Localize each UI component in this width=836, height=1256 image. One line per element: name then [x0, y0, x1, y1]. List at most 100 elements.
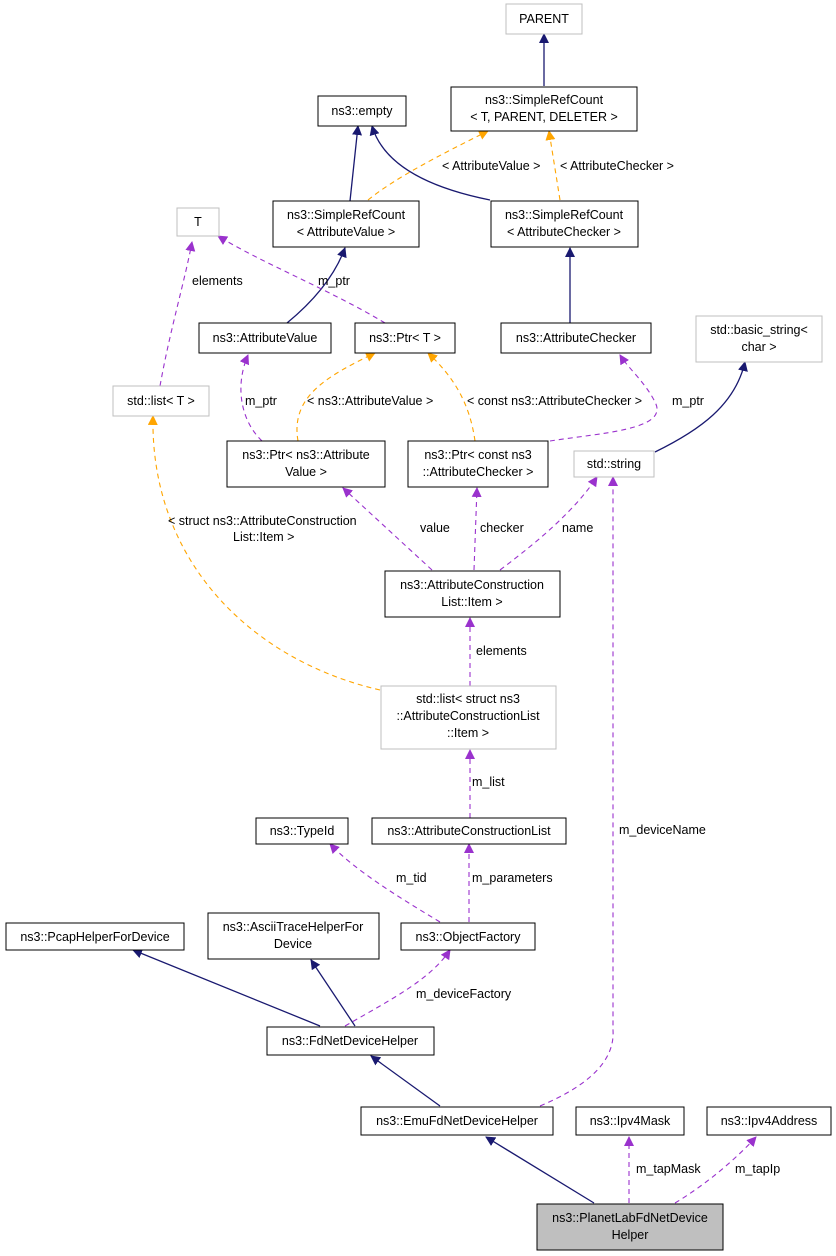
node-label: ns3::AttributeConstruction [400, 578, 544, 592]
edge-labels: < AttributeValue > < AttributeChecker > … [168, 159, 780, 1176]
node-label: ns3::Ipv4Address [721, 1114, 818, 1128]
edge-label-m-parameters: m_parameters [472, 871, 553, 885]
node-label: ns3::Ptr< const ns3 [424, 448, 531, 462]
node-label: ns3::EmuFdNetDeviceHelper [376, 1114, 538, 1128]
node-label: ns3::AttributeChecker [516, 331, 636, 345]
edge-item-to-ptrvalue [342, 487, 433, 571]
edge-label-m-device-name: m_deviceName [619, 823, 706, 837]
edge-label-attr-checker-template: < AttributeChecker > [560, 159, 674, 173]
node-type-id[interactable]: ns3::TypeId [255, 817, 349, 845]
edge-label-m-tap-mask: m_tapMask [636, 1162, 701, 1176]
edge-label-ns3-attr-value-template: < ns3::AttributeValue > [307, 394, 433, 408]
node-label: std::string [587, 457, 641, 471]
edge-string-to-basicstring [654, 361, 748, 453]
edge-attrvalue-to-srcvalue [286, 247, 347, 324]
node-planetlab-fd-net-device-helper[interactable]: ns3::PlanetLabFdNetDevice Helper [536, 1203, 724, 1251]
edge-ptrvalue-to-ptrt [296, 352, 376, 442]
node-label: std::list< struct ns3 [416, 692, 520, 706]
edge-ptrchecker-to-ptrt [427, 352, 476, 442]
edge-label-value: value [420, 521, 450, 535]
node-ptr-attribute-checker[interactable]: ns3::Ptr< const ns3 ::AttributeChecker > [407, 440, 549, 488]
edge-ptrt-to-t [217, 235, 386, 324]
edge-srcchecker-to-empty [369, 125, 491, 201]
node-label: ns3::Ptr< T > [369, 331, 441, 345]
node-basic-string[interactable]: std::basic_string< char > [695, 315, 823, 363]
edge-srcchecker-to-simplerefcount [545, 130, 561, 201]
edge-label-struct-item-template-2: List::Item > [233, 530, 294, 544]
node-ptr-attribute-value[interactable]: ns3::Ptr< ns3::Attribute Value > [226, 440, 386, 488]
node-label: ns3::TypeId [270, 824, 335, 838]
edge-label-const-checker-template: < const ns3::AttributeChecker > [467, 394, 642, 408]
node-empty[interactable]: ns3::empty [317, 95, 407, 127]
edge-label-m-tap-ip: m_tapIp [735, 1162, 780, 1176]
node-emu-fd-net-device-helper[interactable]: ns3::EmuFdNetDeviceHelper [360, 1106, 554, 1136]
edge-fdhelper-to-pcap [132, 948, 321, 1027]
node-label: List::Item > [441, 595, 502, 609]
edge-fdhelper-to-objectfactory [344, 949, 451, 1027]
edge-label-elements-item: elements [476, 644, 527, 658]
node-pcap-helper-for-device[interactable]: ns3::PcapHelperForDevice [5, 922, 185, 951]
edge-label-struct-item-template-1: < struct ns3::AttributeConstruction [168, 514, 357, 528]
node-label: ns3::PcapHelperForDevice [20, 930, 169, 944]
node-ascii-trace-helper-for-device[interactable]: ns3::AsciiTraceHelperFor Device [207, 912, 380, 960]
edge-label-name: name [562, 521, 593, 535]
node-label: ::AttributeConstructionList [396, 709, 540, 723]
edge-planetlab-to-ipv4address [674, 1136, 757, 1204]
edge-ptrchecker-to-attrchecker [549, 354, 658, 442]
node-label: Device [274, 937, 312, 951]
edge-item-to-string [499, 476, 598, 571]
node-attribute-construction-list[interactable]: ns3::AttributeConstructionList [371, 817, 567, 845]
node-parent[interactable]: PARENT [505, 3, 583, 35]
node-std-string[interactable]: std::string [573, 450, 655, 478]
node-simplerefcount-attribute-checker[interactable]: ns3::SimpleRefCount < AttributeChecker > [490, 200, 639, 248]
node-label: ns3::AttributeValue [213, 331, 318, 345]
edge-label-attr-value-template: < AttributeValue > [442, 159, 540, 173]
node-label: < AttributeChecker > [507, 225, 621, 239]
node-list-t[interactable]: std::list< T > [112, 385, 210, 417]
edge-srcvalue-to-simplerefcount [367, 130, 489, 201]
node-ipv4-address[interactable]: ns3::Ipv4Address [706, 1106, 832, 1136]
edge-label-m-list: m_list [472, 775, 505, 789]
node-attribute-checker[interactable]: ns3::AttributeChecker [500, 322, 652, 354]
node-label: std::basic_string< [710, 323, 808, 337]
edge-item-to-ptrchecker [471, 487, 482, 571]
node-ipv4-mask[interactable]: ns3::Ipv4Mask [575, 1106, 685, 1136]
node-label: ns3::PlanetLabFdNetDevice [552, 1211, 708, 1225]
node-label: std::list< T > [127, 394, 195, 408]
edge-fdhelper-to-ascii [310, 959, 356, 1027]
node-attribute-value[interactable]: ns3::AttributeValue [198, 322, 332, 354]
edge-label-m-tid: m_tid [396, 871, 427, 885]
node-label: ns3::empty [331, 104, 393, 118]
node-ptr-t[interactable]: ns3::Ptr< T > [354, 322, 456, 354]
node-label: ns3::Ptr< ns3::Attribute [242, 448, 370, 462]
node-object-factory[interactable]: ns3::ObjectFactory [400, 922, 536, 951]
node-label: ::AttributeChecker > [423, 465, 534, 479]
edge-srcvalue-to-empty [349, 125, 363, 202]
edge-objectfactory-to-typeid [329, 843, 441, 923]
node-label: Value > [285, 465, 327, 479]
edge-label-m-device-factory: m_deviceFactory [416, 987, 512, 1001]
node-label: ::Item > [447, 726, 489, 740]
edge-ptrvalue-to-attrvalue [239, 354, 263, 442]
node-list-item[interactable]: std::list< struct ns3 ::AttributeConstru… [380, 685, 557, 750]
node-label: ns3::FdNetDeviceHelper [282, 1034, 418, 1048]
node-label: T [194, 215, 202, 229]
edges [132, 33, 757, 1204]
node-label: ns3::SimpleRefCount [287, 208, 406, 222]
node-label: ns3::SimpleRefCount [505, 208, 624, 222]
node-simplerefcount-attribute-value[interactable]: ns3::SimpleRefCount < AttributeValue > [272, 200, 420, 248]
node-label: PARENT [519, 12, 569, 26]
node-t[interactable]: T [176, 207, 220, 237]
edge-emu-to-string [539, 476, 618, 1107]
nodes: PARENT ns3::SimpleRefCount < T, PARENT, … [5, 3, 832, 1251]
node-label: Helper [612, 1228, 649, 1242]
node-label: < AttributeValue > [297, 225, 395, 239]
node-attribute-construction-list-item[interactable]: ns3::AttributeConstruction List::Item > [384, 570, 561, 618]
node-fd-net-device-helper[interactable]: ns3::FdNetDeviceHelper [266, 1026, 435, 1056]
node-label: ns3::SimpleRefCount [485, 93, 604, 107]
edge-label-elements-t: elements [192, 274, 243, 288]
edge-label-checker: checker [480, 521, 524, 535]
node-simplerefcount[interactable]: ns3::SimpleRefCount < T, PARENT, DELETER… [450, 86, 638, 132]
edge-emu-to-fdhelper [370, 1055, 441, 1107]
